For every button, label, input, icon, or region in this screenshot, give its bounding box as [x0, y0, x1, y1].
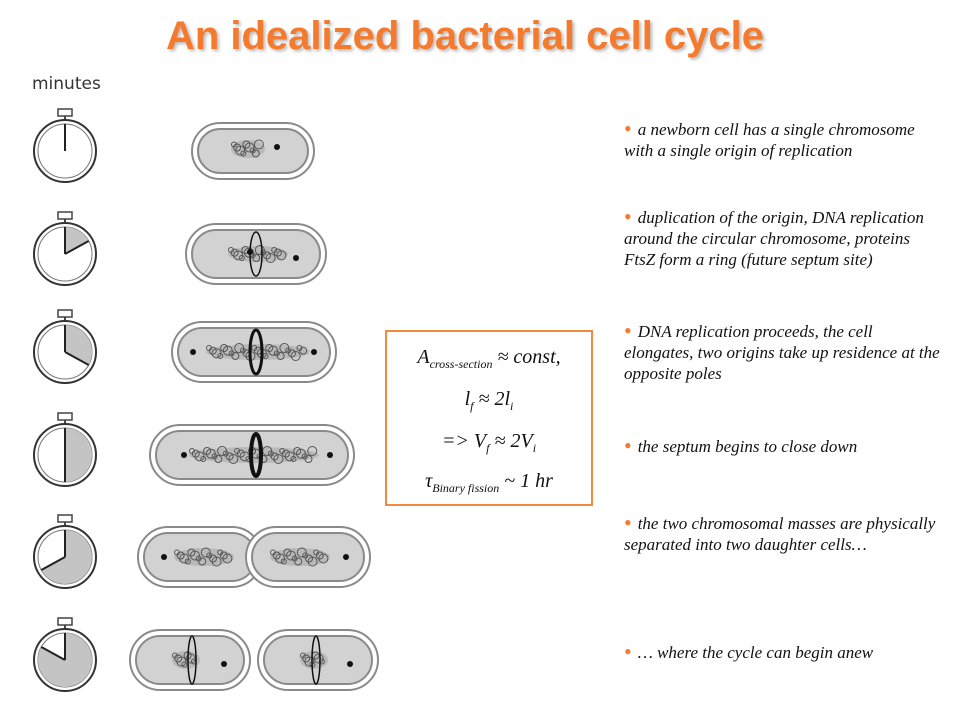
bullet-item: •DNA replication proceeds, the cell elon… [624, 320, 944, 384]
origin-dot [247, 249, 253, 255]
stopwatch-icon [33, 309, 97, 384]
bullet-text: a newborn cell has a single chromosome w… [624, 120, 915, 160]
cell-ring [185, 223, 327, 285]
formula-length-sub-f: f [470, 399, 474, 413]
bullet-text: the septum begins to close down [637, 437, 858, 456]
formula-area-subscript: cross-section [429, 357, 493, 371]
ftsz-ring [249, 432, 263, 478]
formula-line-time: τBinary fission ~ 1 hr [387, 470, 591, 496]
cell-elongated [171, 321, 337, 383]
chromosome-mass [172, 651, 200, 669]
origin-dot [221, 661, 227, 667]
clock-hand [64, 240, 90, 255]
cell-septum-closing [149, 424, 355, 486]
chromosome-mass [300, 651, 328, 669]
bullet-item: •duplication of the origin, DNA replicat… [624, 206, 944, 270]
formula-box: Across-section ≈ const, lf ≈ 2li => Vf ≈… [385, 330, 593, 506]
formula-volume-rest: ≈ 2V [489, 430, 533, 452]
bullet-dot-icon: • [624, 639, 632, 664]
origin-dot [190, 349, 196, 355]
bullet-item: • … where the cycle can begin anew [624, 641, 944, 663]
formula-time-subscript: Binary fission [432, 481, 500, 495]
origin-dot [347, 661, 353, 667]
bullet-item: • the septum begins to close down [624, 435, 944, 457]
page-title: An idealized bacterial cell cycle [165, 14, 765, 58]
bullet-dot-icon: • [624, 510, 632, 535]
origin-dot [293, 255, 299, 261]
chromosome-mass [174, 547, 234, 567]
stopwatch-icon [33, 514, 97, 589]
formula-length-rest: ≈ 2l [473, 388, 511, 410]
bullet-item: •the two chromosomal masses are physical… [624, 512, 944, 555]
chromosome-mass [231, 139, 265, 158]
elapsed-sector [65, 428, 92, 482]
clock-hand [40, 556, 66, 571]
formula-line-volume: => Vf ≈ 2Vi [387, 430, 591, 456]
origin-dot [181, 452, 187, 458]
cell-single [191, 122, 315, 180]
bullet-dot-icon: • [624, 318, 632, 343]
chromosome-mass [228, 245, 288, 263]
formula-length-sub-i: i [510, 399, 514, 413]
stopwatch-icon [33, 211, 97, 286]
ftsz-ring [311, 635, 321, 685]
origin-dot [161, 554, 167, 560]
formula-area-symbol: A [417, 346, 430, 368]
cell-two-daughters [129, 629, 379, 691]
formula-volume-sub-i: i [532, 441, 537, 455]
formula-line-length: lf ≈ 2li [387, 388, 591, 414]
bullet-dot-icon: • [624, 433, 632, 458]
origin-dot [274, 144, 280, 150]
bullet-text: the two chromosomal masses are physicall… [624, 514, 936, 554]
origin-dot [343, 554, 349, 560]
stopwatch-icon [33, 617, 97, 692]
bullet-text: duplication of the origin, DNA replicati… [624, 208, 924, 269]
bullet-item: •a newborn cell has a single chromosome … [624, 118, 944, 161]
cell-separating [137, 526, 371, 588]
ftsz-ring [248, 328, 264, 376]
elapsed-sector [41, 530, 92, 585]
formula-time-rest: ~ 1 hr [499, 470, 553, 492]
elapsed-sector [65, 227, 89, 254]
bullet-dot-icon: • [624, 204, 632, 229]
chromosome-mass [206, 343, 310, 361]
formula-area-rest: ≈ const, [492, 346, 561, 368]
origin-dot [327, 452, 333, 458]
bullet-text: DNA replication proceeds, the cell elong… [624, 322, 940, 383]
origin-dot [311, 349, 317, 355]
clock-hand [40, 646, 66, 661]
clock-hand [64, 351, 90, 366]
bullet-dot-icon: • [624, 116, 632, 141]
formula-time-symbol: τ [425, 470, 433, 492]
chromosome-mass [270, 547, 330, 567]
formula-line-area: Across-section ≈ const, [387, 346, 591, 372]
formula-volume-sub-f: f [486, 441, 490, 455]
stopwatch-icon [33, 412, 97, 487]
formula-volume-symbol: => V [441, 430, 487, 452]
stopwatch-icon [33, 108, 97, 183]
ftsz-ring [187, 635, 197, 685]
bullet-text: … where the cycle can begin anew [637, 643, 874, 662]
formula-length-symbol: l [464, 388, 471, 410]
minutes-label: minutes [32, 74, 101, 94]
